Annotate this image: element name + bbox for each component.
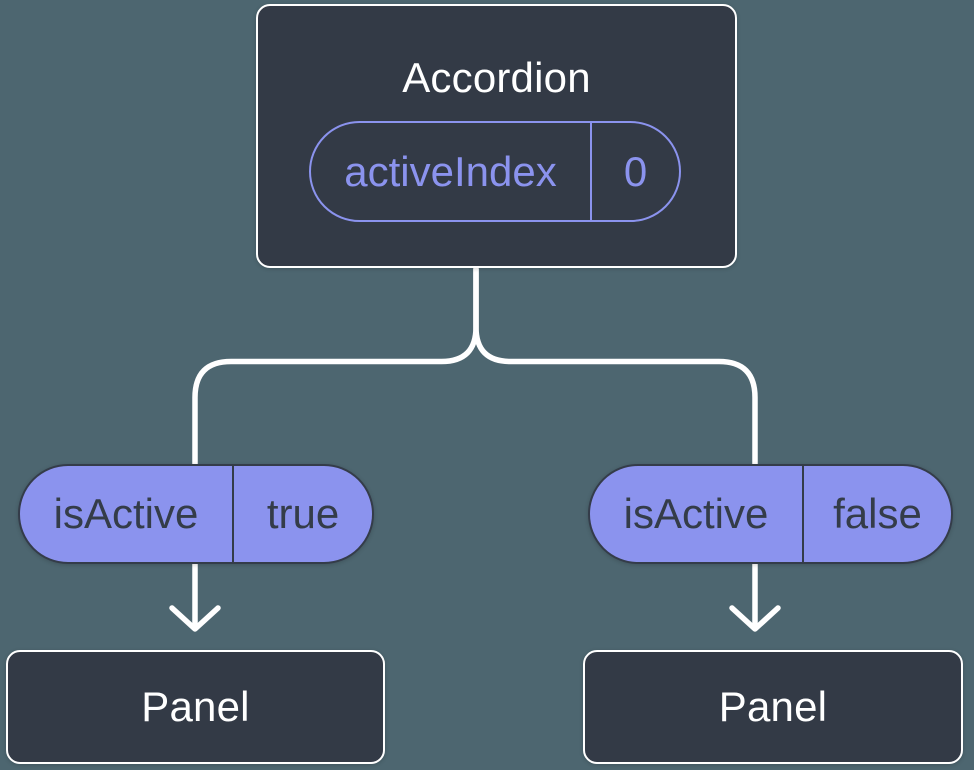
prop-pill-value: true — [232, 466, 372, 562]
prop-pill-label: isActive — [623, 490, 769, 537]
active-index-state-pill: activeIndex 0 — [309, 121, 681, 222]
panel-node-left: Panel — [6, 650, 385, 764]
accordion-node: Accordion activeIndex 0 — [256, 4, 737, 268]
branch-right-line — [473, 266, 758, 469]
panel-node-title: Panel — [718, 683, 828, 730]
is-active-false-pill: isActive false — [588, 464, 953, 564]
arrow-right-head-icon — [729, 605, 781, 632]
state-pill-value: 0 — [590, 123, 679, 220]
panel-node-title: Panel — [141, 683, 250, 730]
accordion-node-title: Accordion — [402, 54, 591, 101]
is-active-true-pill: isActive true — [18, 464, 374, 564]
branch-left-line — [192, 266, 479, 469]
panel-node-right: Panel — [583, 650, 963, 764]
prop-pill-label: isActive — [53, 490, 199, 537]
state-pill-label: activeIndex — [344, 147, 557, 195]
arrow-left-head-icon — [169, 605, 221, 632]
prop-pill-value: false — [802, 466, 951, 562]
